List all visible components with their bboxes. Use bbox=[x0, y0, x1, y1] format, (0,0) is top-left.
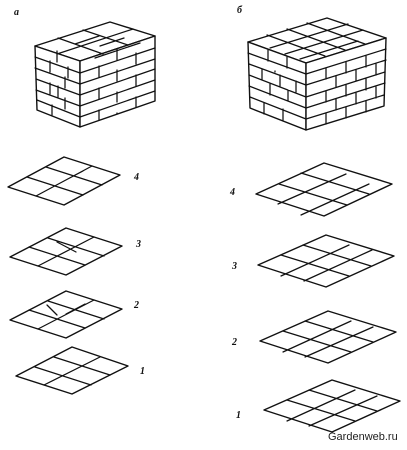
layer-b-4-joints bbox=[277, 172, 370, 216]
layer-a-4-joints bbox=[26, 165, 103, 197]
brick-stack-a bbox=[34, 21, 156, 128]
layer-a-4-label: 4 bbox=[133, 172, 139, 183]
layer-a-1-joints bbox=[34, 356, 111, 386]
layer-a-4 bbox=[7, 156, 121, 206]
layer-b-2-label: 2 bbox=[231, 337, 237, 348]
layer-a-3 bbox=[9, 227, 123, 276]
stack-b-left-courses bbox=[247, 49, 307, 121]
stack-b-top-joints bbox=[266, 22, 366, 60]
layer-a-2-joints bbox=[28, 299, 105, 330]
layer-a-2-label: 2 bbox=[133, 300, 139, 311]
stack-a-right-courses bbox=[79, 47, 156, 121]
label-stack-b: б bbox=[237, 5, 243, 16]
layer-a-1 bbox=[15, 346, 129, 395]
layer-b-1-label: 1 bbox=[236, 410, 241, 421]
watermark: Gardenweb.ru bbox=[328, 431, 398, 443]
layer-b-4-outline bbox=[255, 162, 393, 217]
layer-b-3-joints bbox=[280, 244, 373, 282]
layer-a-3-label: 3 bbox=[135, 239, 141, 250]
layer-b-4-label: 4 bbox=[229, 187, 235, 198]
layer-b-1-joints bbox=[286, 389, 378, 427]
label-stack-a: а bbox=[14, 7, 19, 18]
layer-b-1-outline bbox=[263, 379, 401, 433]
stack-b-right-courses bbox=[305, 48, 387, 125]
layer-b-1 bbox=[263, 379, 401, 433]
layer-b-3-outline bbox=[257, 234, 395, 288]
layer-b-2-outline bbox=[259, 310, 397, 364]
stack-a-top-joints bbox=[56, 28, 141, 59]
layer-b-2-joints bbox=[282, 320, 374, 358]
layer-b-2 bbox=[259, 310, 397, 364]
stack-a-left-courses bbox=[34, 50, 81, 118]
layer-b-3-label: 3 bbox=[231, 261, 237, 272]
layer-b-3 bbox=[257, 234, 395, 288]
layer-a-1-label: 1 bbox=[140, 366, 145, 377]
layer-b-4 bbox=[255, 162, 393, 217]
layer-a-3-joints bbox=[28, 236, 105, 267]
brick-stack-b bbox=[247, 17, 387, 131]
layer-a-2 bbox=[9, 290, 123, 339]
